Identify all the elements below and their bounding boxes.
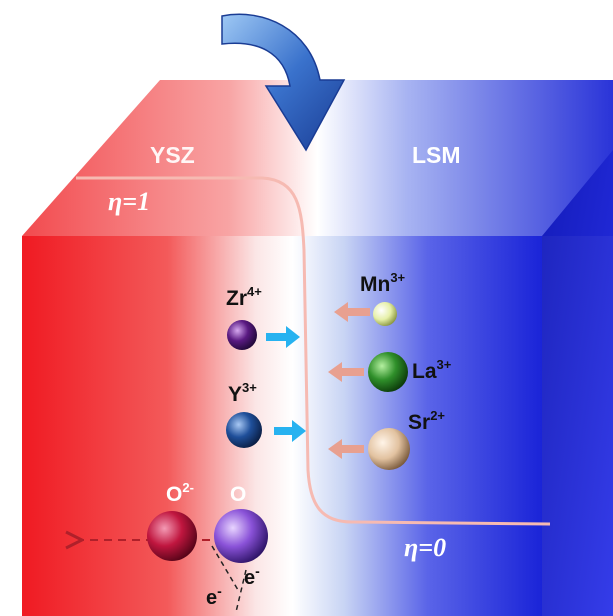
block-top-face <box>22 80 613 236</box>
zr-outward-arrow-icon <box>266 326 300 348</box>
o2-ion-sphere <box>147 511 197 561</box>
o-atom-label: O <box>230 483 246 506</box>
sr-ion-label: Sr2+ <box>408 408 445 434</box>
o-atom-sphere <box>214 509 268 563</box>
eta-high-label: η=1 <box>108 187 150 216</box>
la-ion-sphere <box>368 352 408 392</box>
o2-ion-label: O2- <box>166 480 194 506</box>
electron-path-right <box>235 569 247 613</box>
mn-ion-sphere <box>373 302 397 326</box>
eta-profile-curve <box>76 176 551 526</box>
zr-ion-label: Zr4+ <box>226 284 262 310</box>
incoming-arrow-icon <box>221 13 346 152</box>
electron-left-label: e- <box>206 583 222 609</box>
eta-low-label: η=0 <box>404 533 446 562</box>
zr-ion-sphere <box>227 320 257 350</box>
y-ion-label: Y3+ <box>228 380 257 406</box>
block-side-face <box>542 150 613 616</box>
ysz-label: YSZ <box>150 142 195 168</box>
lsm-label: LSM <box>412 142 461 168</box>
mn-inward-arrow-icon <box>334 302 370 322</box>
la-ion-label: La3+ <box>412 357 452 383</box>
sr-inward-arrow-icon <box>328 439 364 459</box>
y-ion-sphere <box>226 412 262 448</box>
block-front-face <box>22 236 542 616</box>
y-outward-arrow-icon <box>274 420 306 442</box>
electron-right-label: e- <box>244 563 260 589</box>
mn-ion-label: Mn3+ <box>360 270 406 296</box>
sr-ion-sphere <box>368 428 410 470</box>
la-inward-arrow-icon <box>328 362 364 382</box>
